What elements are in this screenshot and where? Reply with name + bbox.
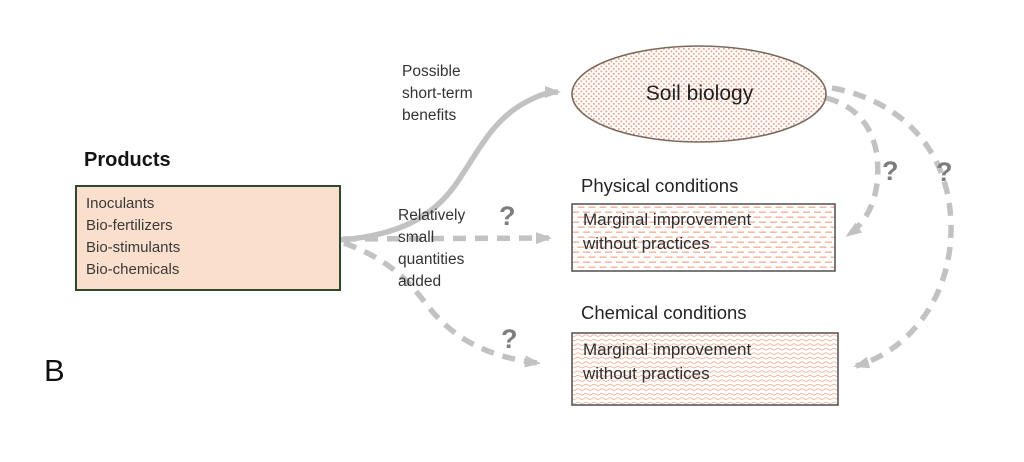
question-mark-soil-physical: ? [882,156,899,186]
soil-biology-label: Soil biology [645,82,754,105]
soil-biology-ellipse [571,45,827,143]
physical-conditions-body: Marginal improvement without practices [583,210,752,253]
product-item-inoculants: Inoculants [86,195,155,212]
arrow-products-to-physical [342,232,552,245]
arrow-products-to-soil-biology [340,86,561,243]
question-mark-products-chemical: ? [501,324,518,354]
question-mark-products-physical: ? [499,201,516,231]
physical-conditions-box [571,203,836,272]
arrow-soil-biology-to-chemical [831,85,954,369]
arrow-products-to-chemical [343,240,541,368]
arrow-soil-biology-to-physical [825,95,881,238]
label-possible-short-term-benefits: Possible short-term benefits [402,63,473,124]
question-mark-soil-chemical: ? [936,157,953,187]
products-box: Inoculants Bio-fertilizers Bio-stimulant… [75,185,341,291]
label-relatively-small-quantities-added: Relatively small quantities added [398,207,466,290]
product-item-bio-stimulants: Bio-stimulants [86,239,181,256]
chemical-conditions-box [571,332,839,406]
product-item-bio-chemicals: Bio-chemicals [86,261,180,278]
product-item-bio-fertilizers: Bio-fertilizers [86,217,173,234]
physical-conditions-heading: Physical conditions [581,175,739,196]
chemical-conditions-body: Marginal improvement without practices [583,340,752,383]
panel-label: B [44,353,65,388]
products-title: Products [84,149,171,171]
chemical-conditions-heading: Chemical conditions [581,302,747,323]
